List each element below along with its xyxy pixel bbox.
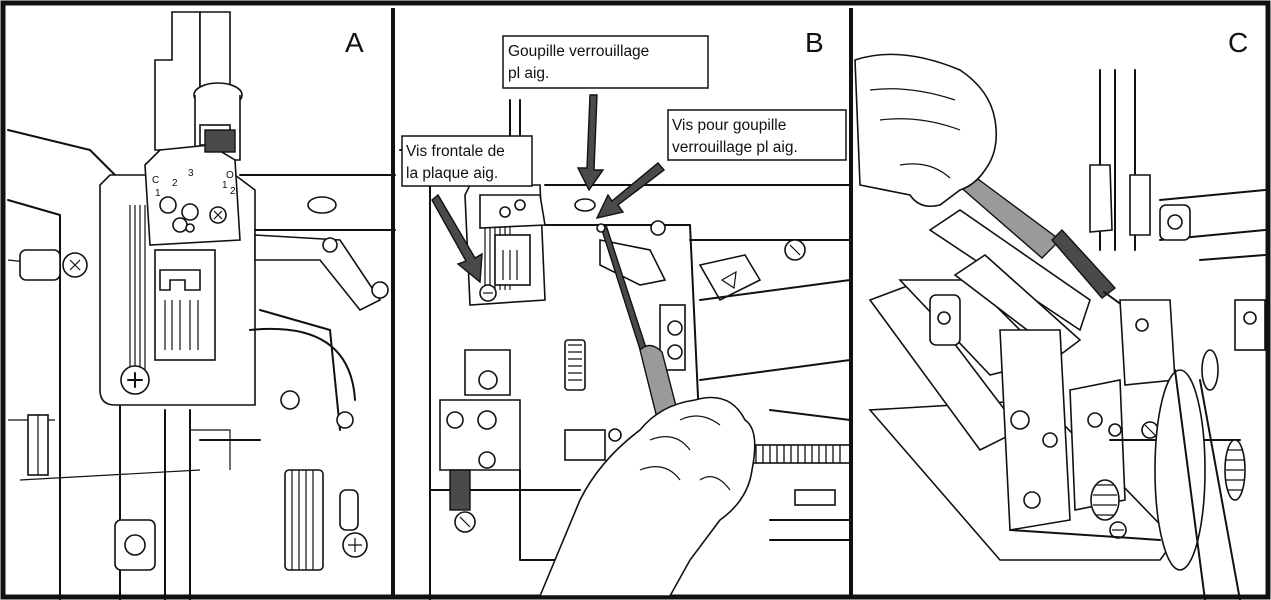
plate-mark-o: O — [226, 170, 234, 181]
panel-a: C 1 2 3 O 1 2 — [7, 11, 396, 600]
callout-box-front-screw — [401, 135, 533, 187]
callout-lock-pin-screw-line2: verrouillage pl aig. — [672, 139, 798, 156]
plate-mark-1: 1 — [155, 188, 161, 199]
panel-label-a: A — [345, 27, 364, 58]
callout-lock-pin-screw-line1: Vis pour goupille — [672, 117, 786, 134]
callout-box-lock-pin — [502, 35, 709, 89]
callout-box-lock-pin-screw — [667, 109, 847, 161]
plate-mark-2b: 2 — [230, 186, 236, 197]
callout-lock-pin-line1: Goupille verrouillage — [508, 43, 649, 60]
plate-mark-2: 2 — [172, 178, 178, 189]
panel-label-b: B — [805, 27, 824, 58]
panel-label-c: C — [1228, 27, 1248, 58]
callout-front-screw-line2: la plaque aig. — [406, 165, 498, 182]
panel-b: Goupille verrouillage pl aig. Vis fronta… — [399, 35, 851, 600]
plate-mark-3: 3 — [188, 168, 194, 179]
panel-c — [854, 53, 1266, 600]
plate-mark-c: C — [152, 175, 159, 186]
callout-lock-pin-line2: pl aig. — [508, 65, 549, 82]
plate-mark-1b: 1 — [222, 180, 228, 191]
callout-front-screw-line1: Vis frontale de — [406, 143, 505, 160]
